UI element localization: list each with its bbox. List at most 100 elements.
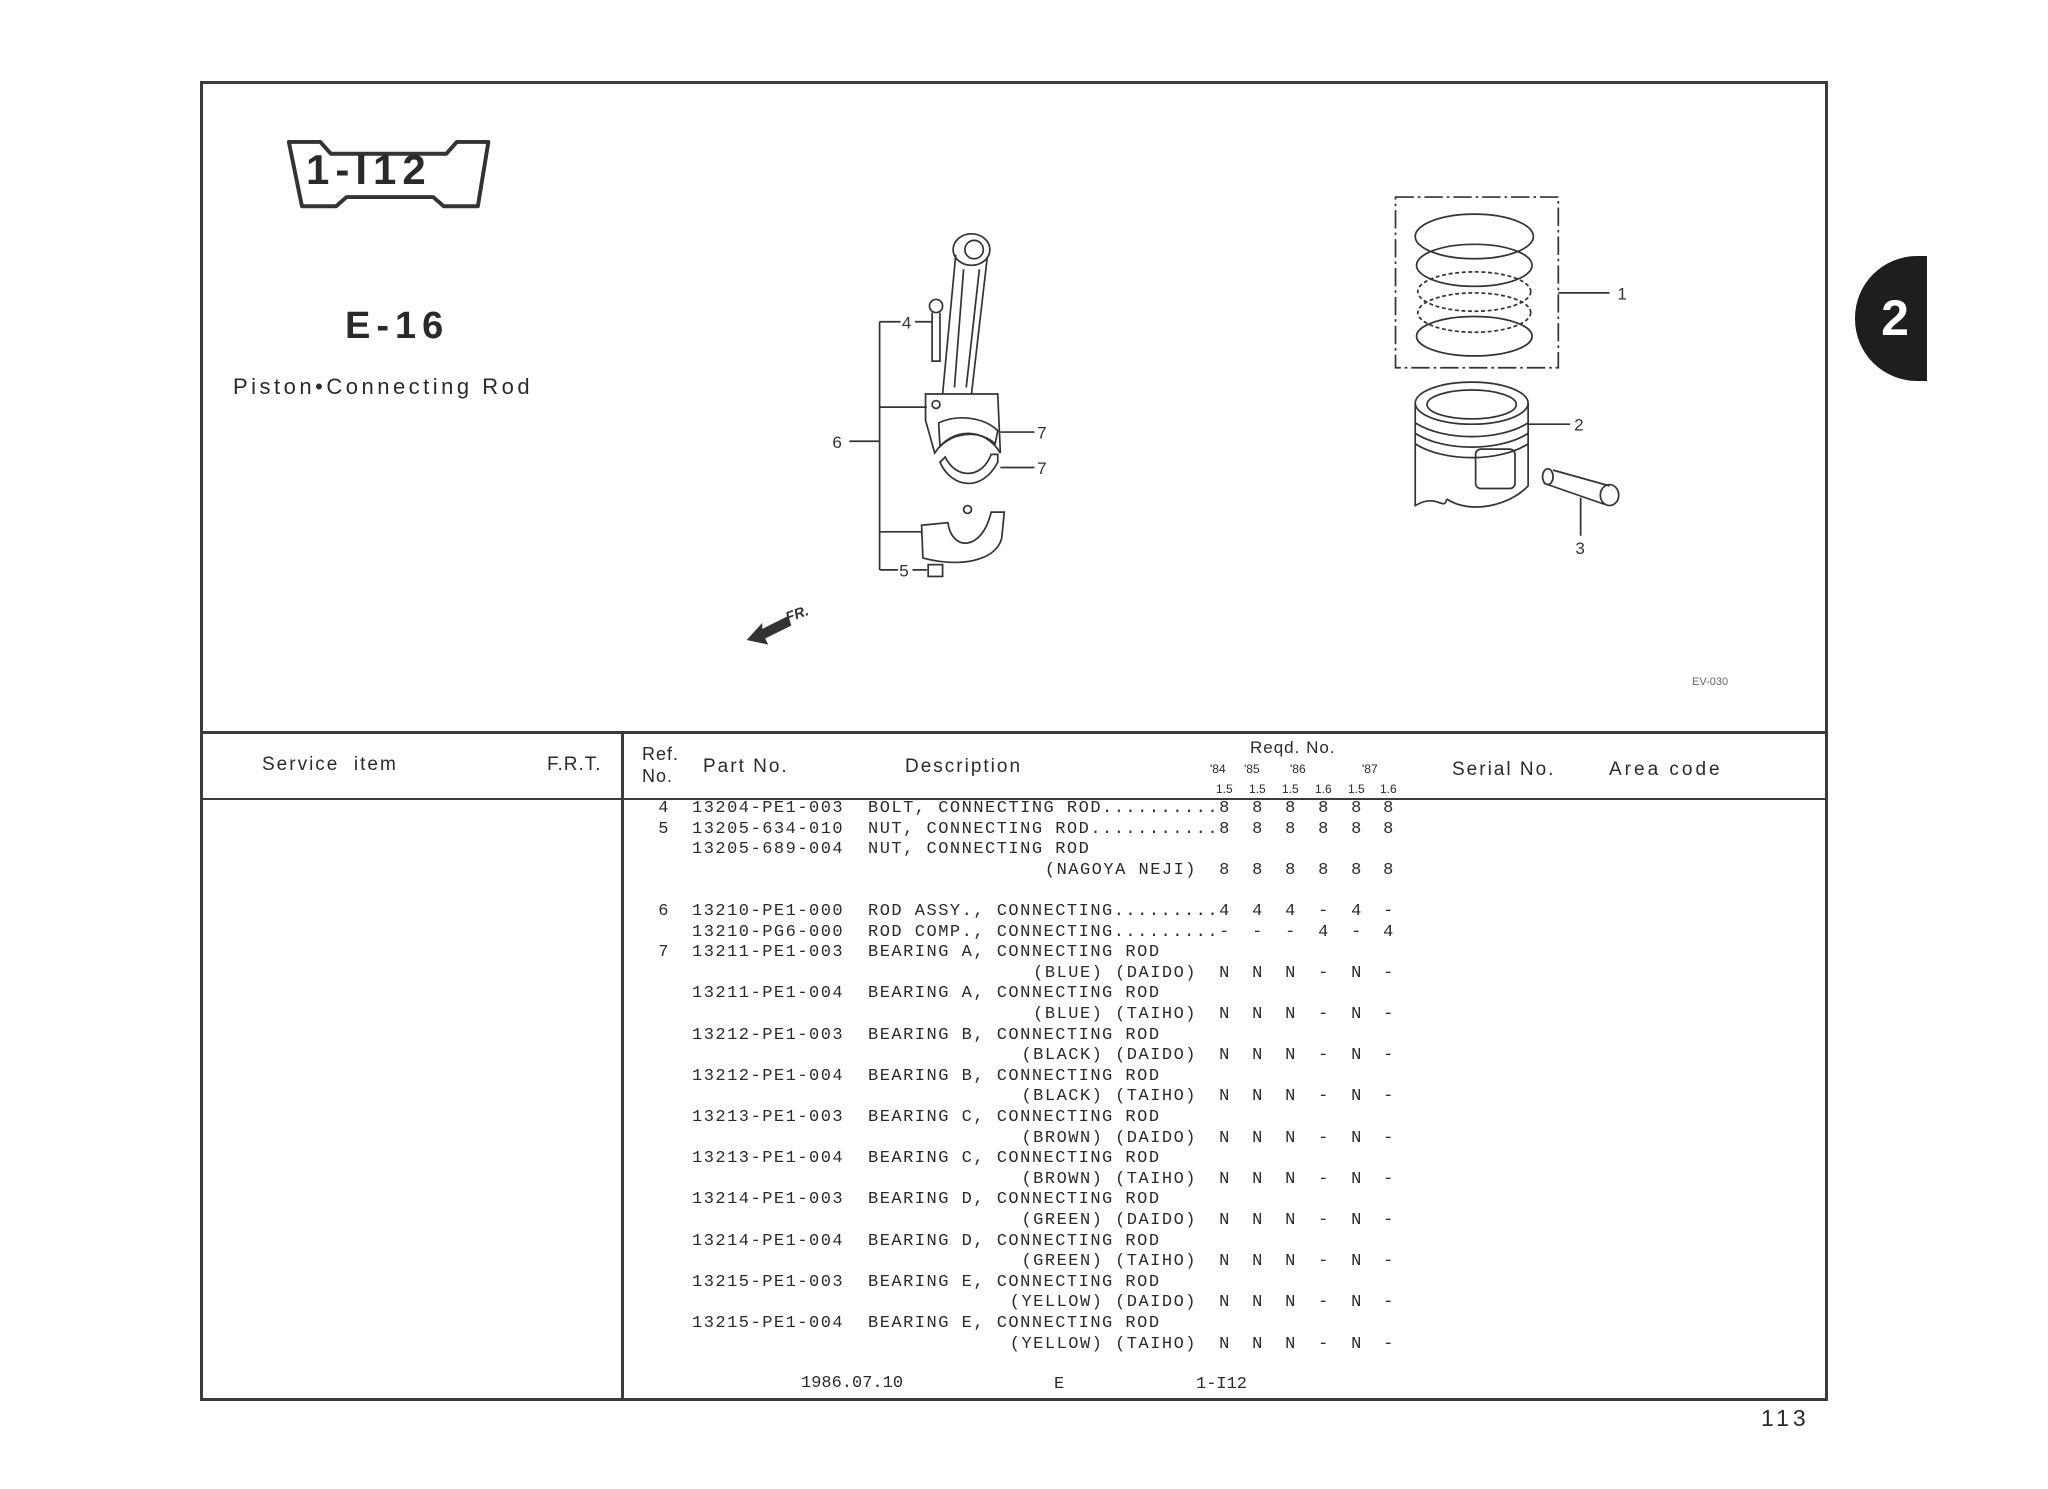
page-frame [200,81,1828,1401]
part-no: 13214-PE1-003 [692,1190,845,1210]
description: BEARING E, CONNECTING ROD [868,1314,1161,1333]
part-no: 13205-689-004 [692,840,845,860]
description-note: (YELLOW) (TAIHO) [1009,1334,1197,1354]
connecting-rod-drawing [920,232,1006,564]
part-no: 13212-PE1-003 [692,1025,845,1045]
qty-cell: 8 [1383,799,1395,818]
callout-5: 5 [899,561,908,580]
qty-cell: N [1252,1252,1264,1272]
qty-cell: - [1351,922,1363,942]
qty-cell: N [1252,1169,1264,1189]
qty-cell: N [1285,1005,1297,1024]
nut-drawing [927,563,944,578]
bracket-line [849,320,1035,571]
header-bottom-rule [200,798,1828,800]
header-year-87: '87 [1362,762,1378,776]
callout-1: 1 [1617,284,1626,303]
qty-cell: N [1285,1087,1297,1107]
qty-cell: 4 [1252,902,1264,921]
qty-cell: 8 [1383,819,1395,839]
description: BEARING C, CONNECTING ROD [868,1149,1161,1169]
table-row: 13213-PE1-004 BEARING C, CONNECTING ROD [0,1149,2048,1169]
footer-ref: 1-I12 [1196,1375,1248,1394]
qty-cell: 8 [1285,799,1297,818]
part-no: 13210-PE1-000 [692,902,845,921]
part-no: 13205-634-010 [692,819,845,839]
table-row: 13205-689-004 NUT, CONNECTING ROD [0,840,2048,860]
piston-rings-drawing [1394,196,1610,369]
qty-cell: 8 [1318,819,1330,839]
bolt-drawing [928,298,944,363]
qty-cell: N [1219,963,1231,983]
callout-2: 2 [1574,416,1583,435]
description: ROD ASSY., CONNECTING......... [868,902,1220,921]
qty-cell: N [1351,1211,1363,1230]
header-year-86: '86 [1290,762,1306,776]
qty-cell: N [1351,1046,1363,1066]
qty-cell: N [1351,963,1363,983]
qty-cell: 8 [1219,799,1231,818]
qty-cell: - [1383,1046,1395,1066]
header-area-code: Area code [1609,759,1723,780]
part-no: 13213-PE1-004 [692,1149,845,1169]
qty-cell: - [1383,1169,1395,1189]
qty-cell: 4 [1351,902,1363,921]
description: NUT, CONNECTING ROD [868,840,1091,860]
qty-cell: N [1219,1046,1231,1066]
description-note: (YELLOW) (DAIDO) [1009,1293,1197,1313]
description: BEARING D, CONNECTING ROD [868,1190,1161,1210]
qty-cell: 4 [1383,922,1395,942]
ref-no: 5 [658,819,670,839]
qty-cell: N [1351,1005,1363,1024]
front-arrow-icon [746,615,792,645]
qty-cell: - [1383,1334,1395,1354]
part-no: 13213-PE1-003 [692,1108,845,1127]
ref-no: 4 [658,799,670,818]
qty-cell: 8 [1351,819,1363,839]
qty-cell: - [1285,922,1297,942]
part-no: 13215-PE1-003 [692,1272,845,1292]
header-ref-no-2: No. [642,766,674,786]
header-year-84: '84 [1210,762,1226,776]
qty-cell: N [1285,1046,1297,1066]
header-description: Description [905,756,1023,777]
qty-cell: 8 [1252,799,1264,818]
qty-cell: 8 [1252,860,1264,880]
header-subcolumn: 1.5 [1249,782,1266,796]
qty-cell: - [1219,922,1231,942]
description: BEARING E, CONNECTING ROD [868,1272,1161,1292]
description-note: (BROWN) (DAIDO) [1021,1128,1197,1148]
table-row: 13214-PE1-003 BEARING D, CONNECTING ROD [0,1190,2048,1210]
qty-cell: N [1219,1128,1231,1148]
description: BEARING A, CONNECTING ROD [868,943,1161,963]
qty-cell: - [1318,1087,1330,1107]
callout-7b: 7 [1037,459,1046,478]
part-no: 13210-PG6-000 [692,922,845,942]
qty-cell: 8 [1351,799,1363,818]
description-note: (BLUE) (TAIHO) [1033,1005,1197,1024]
header-subcolumn: 1.6 [1380,782,1397,796]
qty-cell: N [1252,1128,1264,1148]
qty-cell: N [1252,1293,1264,1313]
qty-cell: N [1219,1087,1231,1107]
qty-cell: 8 [1318,799,1330,818]
qty-cell: - [1318,963,1330,983]
footer-code: E [1054,1375,1065,1394]
qty-cell: N [1252,1005,1264,1024]
qty-cell: - [1318,1334,1330,1354]
description: BEARING C, CONNECTING ROD [868,1108,1161,1127]
section-title: Piston•Connecting Rod [233,374,534,399]
